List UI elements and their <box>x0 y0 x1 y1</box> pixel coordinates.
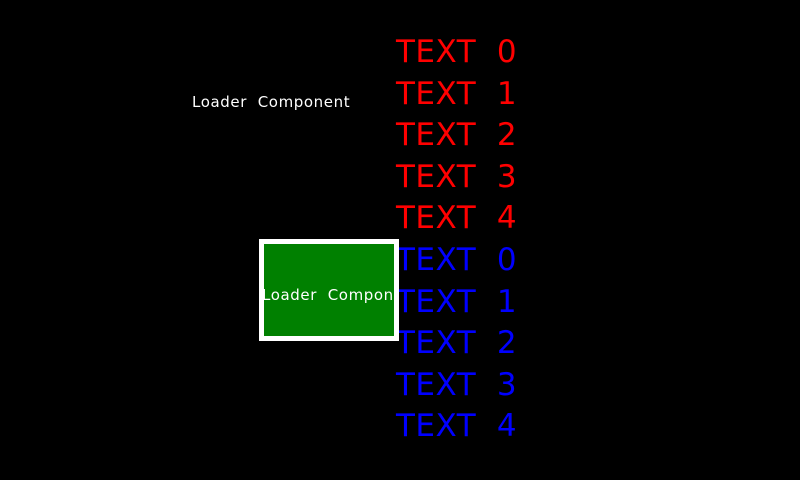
text-row: TEXT 1 <box>396 75 518 112</box>
loader-component-label-top: Loader Component <box>192 93 351 111</box>
text-row-list: TEXT 0 TEXT 1 TEXT 2 TEXT 3 TEXT 4 TEXT 0 TEXT… <box>396 32 596 448</box>
text-row: TEXT 0 <box>396 241 518 278</box>
text-row: TEXT 4 <box>396 408 518 445</box>
text-row: TEXT 2 <box>396 325 518 362</box>
text-row: TEXT 3 <box>396 366 518 403</box>
text-row: TEXT 1 <box>396 283 518 320</box>
text-row: TEXT 3 <box>396 158 518 195</box>
text-row: TEXT 2 <box>396 117 518 154</box>
loader-component-panel-label: Loader Component <box>262 286 394 304</box>
loader-component-panel[interactable]: Loader Component <box>259 239 399 341</box>
text-row: TEXT 0 <box>396 34 518 70</box>
text-row: TEXT 4 <box>396 200 518 237</box>
